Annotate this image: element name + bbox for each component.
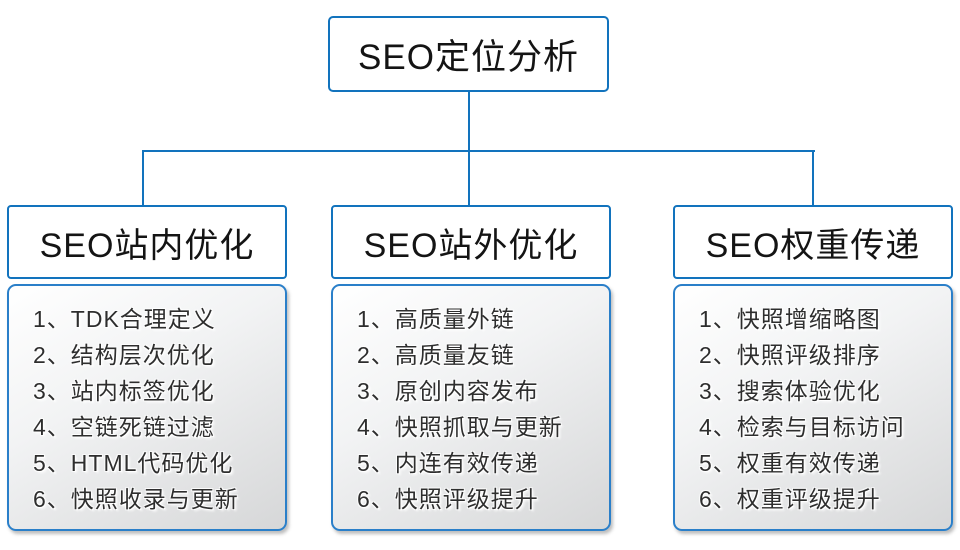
- list-item: 3、搜索体验优化: [699, 378, 881, 404]
- list-item: 4、检索与目标访问: [699, 414, 905, 440]
- branch-title: SEO站外优化: [363, 226, 579, 265]
- list-item: 4、空链死链过滤: [33, 414, 215, 440]
- branch-title: SEO站内优化: [39, 226, 255, 265]
- branch-header-onsite: SEO站内优化: [7, 205, 287, 279]
- root-node-title: SEO定位分析: [358, 37, 579, 77]
- branch-list-weight: 1、快照增缩略图 2、快照评级排序 3、搜索体验优化 4、检索与目标访问 5、权…: [673, 284, 953, 531]
- list-item: 1、高质量外链: [357, 306, 515, 332]
- branch-header-offsite: SEO站外优化: [331, 205, 611, 279]
- branch-list-offsite: 1、高质量外链 2、高质量友链 3、原创内容发布 4、快照抓取与更新 5、内连有…: [331, 284, 611, 531]
- list-item: 2、快照评级排序: [699, 342, 881, 368]
- connector-horizontal-bar: [142, 150, 815, 152]
- branch-header-weight: SEO权重传递: [673, 205, 953, 279]
- connector-left-vertical: [142, 150, 144, 207]
- list-item: 1、TDK合理定义: [33, 306, 216, 332]
- list-item: 2、结构层次优化: [33, 342, 215, 368]
- list-item: 6、快照收录与更新: [33, 486, 239, 512]
- connector-center-vertical: [468, 150, 470, 207]
- list-item: 5、内连有效传递: [357, 450, 539, 476]
- connector-right-vertical: [812, 150, 814, 207]
- list-item: 5、权重有效传递: [699, 450, 881, 476]
- connector-root-vertical: [468, 92, 470, 152]
- list-item: 3、原创内容发布: [357, 378, 539, 404]
- branch-list-onsite: 1、TDK合理定义 2、结构层次优化 3、站内标签优化 4、空链死链过滤 5、H…: [7, 284, 287, 531]
- list-item: 4、快照抓取与更新: [357, 414, 563, 440]
- list-item: 1、快照增缩略图: [699, 306, 881, 332]
- list-item: 5、HTML代码优化: [33, 450, 234, 476]
- list-item: 3、站内标签优化: [33, 378, 215, 404]
- list-item: 2、高质量友链: [357, 342, 515, 368]
- list-item: 6、快照评级提升: [357, 486, 539, 512]
- branch-title: SEO权重传递: [705, 226, 921, 265]
- root-node: SEO定位分析: [328, 16, 609, 92]
- list-item: 6、权重评级提升: [699, 486, 881, 512]
